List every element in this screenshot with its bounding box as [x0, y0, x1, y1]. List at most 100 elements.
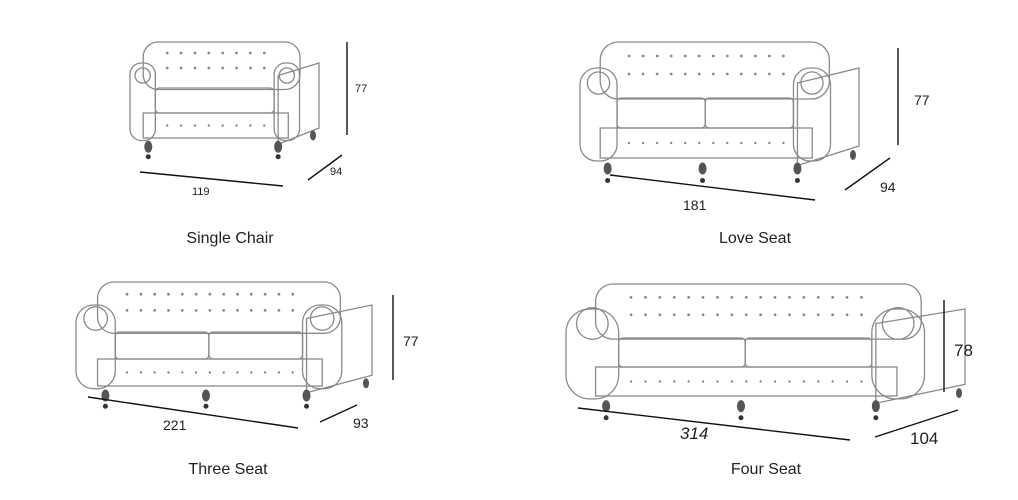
caster-wheel	[738, 415, 744, 421]
sofa-leg	[871, 400, 880, 413]
tuft-button	[860, 296, 863, 299]
caster-wheel	[102, 403, 108, 409]
tuft-button	[768, 141, 771, 145]
tuft-button	[802, 296, 806, 299]
tuft-button	[655, 72, 659, 76]
tuft-button	[730, 296, 734, 299]
caster-wheel	[873, 415, 879, 421]
tuft-button	[697, 54, 701, 58]
tuft-button	[193, 51, 197, 55]
tuft-button	[179, 66, 183, 70]
love-seat-depth-line	[844, 157, 891, 191]
tuft-button	[658, 296, 662, 299]
single-chair-height: 77	[355, 83, 368, 95]
tuft-button	[249, 292, 253, 296]
tuft-button	[831, 380, 834, 383]
tuft-button	[716, 313, 719, 317]
tuft-button	[767, 54, 771, 58]
tuft-button	[139, 309, 143, 312]
tuft-button	[181, 371, 184, 374]
sofa-leg	[302, 389, 311, 402]
tuft-button	[655, 54, 659, 58]
tuft-button	[711, 72, 715, 76]
tuft-button	[817, 380, 820, 383]
tuft-button	[167, 292, 170, 296]
sofa-front-rail	[96, 358, 323, 387]
tuft-button	[782, 54, 785, 58]
arm-scroll	[575, 307, 609, 340]
tuft-button	[641, 54, 645, 58]
tuft-button	[167, 371, 170, 374]
love-seat-caption: Love Seat	[718, 230, 792, 247]
tuft-button	[627, 72, 631, 76]
tuft-button	[207, 51, 211, 55]
tuft-button	[788, 313, 791, 317]
sofa-back	[142, 41, 301, 91]
tuft-button	[194, 309, 198, 312]
sofa-front-rail	[142, 112, 289, 139]
tuft-button	[669, 54, 673, 58]
tuft-button	[249, 309, 253, 312]
tuft-button	[739, 72, 743, 76]
tuft-button	[125, 309, 129, 312]
tuft-button	[759, 296, 763, 299]
tuft-button	[153, 371, 156, 374]
tuft-button	[263, 309, 267, 312]
tuft-button	[759, 380, 762, 383]
caster-wheel	[603, 415, 609, 421]
sofa-back	[594, 283, 922, 340]
tuft-button	[627, 54, 631, 58]
tuft-button	[669, 141, 673, 145]
tuft-button	[221, 124, 224, 127]
four-seat-width-line	[577, 407, 851, 441]
tuft-button	[744, 296, 748, 299]
four-seat-width: 314	[680, 424, 709, 443]
tuft-button	[208, 292, 212, 296]
single-chair-depth-line	[307, 154, 343, 181]
tuft-button	[773, 380, 777, 383]
caster-wheel	[700, 178, 706, 183]
tuft-button	[180, 309, 184, 312]
tuft-button	[153, 309, 157, 312]
tuft-button	[291, 292, 295, 296]
tuft-button	[165, 51, 169, 55]
tuft-button	[773, 313, 777, 317]
caster-wheel	[605, 178, 611, 183]
sofa-leg	[603, 162, 612, 175]
tuft-button	[263, 292, 267, 296]
tuft-button	[782, 141, 785, 145]
tuft-button	[277, 371, 281, 374]
tuft-button	[125, 371, 129, 374]
three-seat-width-line	[87, 396, 299, 429]
sofa-leg	[144, 140, 153, 153]
tuft-button	[683, 72, 687, 76]
tuft-button	[222, 371, 225, 374]
sofa-leg	[602, 400, 611, 413]
sofa-side-panel	[305, 304, 373, 394]
sofa-leg	[201, 389, 210, 402]
tuft-button	[759, 313, 763, 317]
tuft-button	[701, 313, 705, 317]
love-seat-height: 77	[914, 92, 930, 108]
tuft-button	[644, 296, 647, 299]
tuft-button	[687, 296, 691, 299]
tuft-button	[711, 54, 715, 58]
arm-scroll	[134, 67, 151, 84]
tuft-button	[716, 296, 719, 299]
tuft-button	[684, 141, 687, 145]
tuft-button	[250, 371, 253, 374]
tuft-button	[773, 296, 777, 299]
tuft-button	[845, 313, 849, 317]
sofa-back	[96, 281, 342, 334]
single-chair-caption: Single Chair	[186, 230, 274, 247]
love-seat-depth: 94	[880, 179, 896, 195]
tuft-button	[262, 51, 266, 55]
tuft-button	[194, 292, 198, 296]
tuft-button	[725, 54, 729, 58]
tuft-button	[277, 309, 281, 312]
tuft-button	[222, 292, 226, 296]
tuft-button	[658, 313, 662, 317]
tuft-button	[730, 380, 734, 383]
tuft-button	[644, 380, 647, 383]
